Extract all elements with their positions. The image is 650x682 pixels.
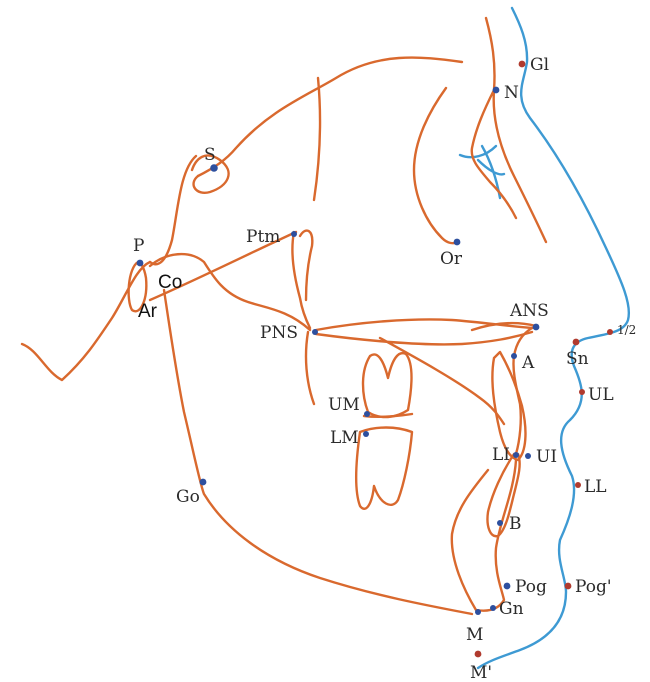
- upper-molar: [363, 353, 412, 417]
- label-pns: PNS: [260, 323, 298, 343]
- point-ptm: [291, 231, 297, 237]
- point-go: [200, 479, 207, 486]
- point-ui: [525, 453, 531, 459]
- point-sn: [573, 339, 580, 346]
- label-s: S: [204, 145, 216, 165]
- point-half: [607, 329, 613, 335]
- label-pog-soft: Pog': [575, 577, 612, 597]
- label-co: Co: [158, 272, 182, 293]
- point-lm: [363, 431, 369, 437]
- point-pns: [312, 329, 318, 335]
- point-ans: [533, 324, 540, 331]
- label-ui: UI: [536, 447, 557, 467]
- ramus-mandible: [164, 290, 472, 614]
- vertical-cranial-line: [314, 78, 320, 200]
- label-ans: ANS: [509, 301, 549, 321]
- label-go: Go: [176, 487, 200, 507]
- soft-tissue-profile: [478, 8, 629, 668]
- ptm-fissure: [292, 231, 312, 328]
- label-gl: Gl: [530, 55, 549, 75]
- label-p: P: [133, 236, 144, 256]
- frontal-nasal-bone: [486, 18, 546, 242]
- point-b: [497, 520, 503, 526]
- label-sn: Sn: [566, 349, 589, 369]
- label-lm: LM: [330, 428, 359, 448]
- point-li: [513, 452, 519, 458]
- label-um: UM: [328, 395, 360, 415]
- point-or: [454, 239, 461, 246]
- cranial-base: [22, 58, 462, 380]
- point-ul: [579, 389, 585, 395]
- label-gn: Gn: [499, 599, 524, 619]
- palatal-plane: [316, 319, 536, 344]
- lower-molar: [356, 428, 412, 509]
- label-li: LI: [492, 445, 510, 465]
- point-p: [137, 260, 144, 267]
- label-m-soft: M': [470, 663, 492, 682]
- label-ll: LL: [584, 477, 607, 497]
- label-ptm: Ptm: [246, 227, 280, 247]
- point-um: [364, 411, 370, 417]
- label-half: 1/2: [617, 323, 636, 337]
- point-a: [511, 353, 517, 359]
- point-gn: [490, 605, 496, 611]
- label-b: B: [509, 514, 522, 534]
- maxilla-back: [380, 338, 504, 424]
- point-ll: [575, 482, 581, 488]
- point-gl: [519, 61, 526, 68]
- label-ar: Ar: [138, 301, 158, 322]
- point-n: [493, 87, 500, 94]
- label-n: N: [504, 83, 519, 103]
- point-pog: [504, 583, 511, 590]
- label-ul: UL: [588, 385, 614, 405]
- label-a: A: [521, 353, 535, 373]
- point-m: [475, 609, 481, 615]
- label-or: Or: [440, 249, 463, 269]
- point-pog-soft: [565, 583, 572, 590]
- label-m: M: [466, 625, 483, 645]
- label-pog: Pog: [515, 577, 547, 597]
- ramus-anterior: [306, 332, 314, 404]
- orbit: [414, 88, 458, 243]
- point-m-soft: [475, 651, 482, 658]
- point-s: [210, 164, 218, 172]
